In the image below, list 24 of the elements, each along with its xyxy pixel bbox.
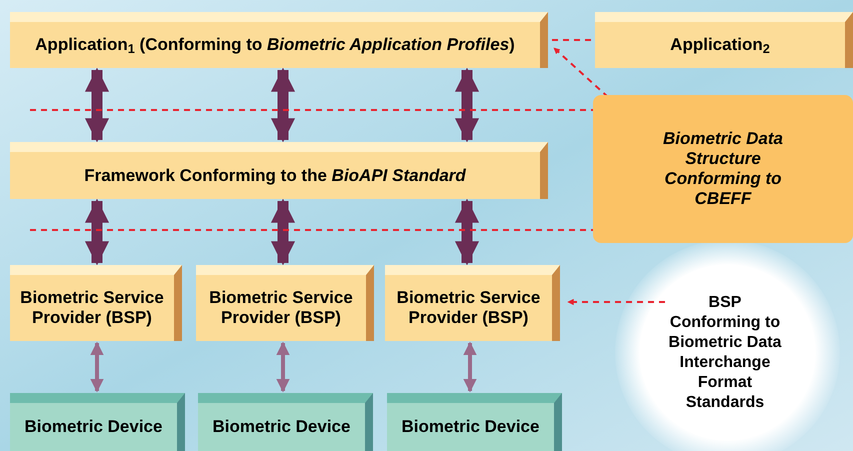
service-provider-box: Biometric Service Provider (BSP)	[196, 265, 374, 341]
application-box: Application$_{1}$ (Conforming to Biometric Application Profiles)	[10, 12, 548, 68]
device-box: Biometric Device	[387, 393, 562, 451]
double-arrow	[84, 68, 110, 142]
double-arrow	[276, 342, 290, 392]
application-box: Application$_{2}$	[595, 12, 853, 68]
dashed-connector	[567, 298, 665, 306]
dashed-connector	[30, 109, 593, 111]
double-arrow	[270, 68, 296, 142]
device-box: Biometric Device	[198, 393, 373, 451]
device-box: Biometric Device	[10, 393, 185, 451]
double-arrow	[454, 68, 480, 142]
double-arrow	[90, 342, 104, 392]
standards-note: BSP Conforming to Biometric Data Interchange Format Standards	[655, 283, 795, 423]
data-structure-box: Biometric Data Structure Conforming to CBEFF	[593, 95, 853, 243]
dashed-connector	[30, 229, 593, 231]
double-arrow	[454, 198, 480, 266]
double-arrow	[84, 198, 110, 266]
double-arrow	[270, 198, 296, 266]
dashed-connector	[553, 47, 609, 98]
double-arrow	[463, 342, 477, 392]
service-provider-box: Biometric Service Provider (BSP)	[385, 265, 560, 341]
framework-box: Framework Conforming to the BioAPI Standard	[10, 142, 548, 199]
service-provider-box: Biometric Service Provider (BSP)	[10, 265, 182, 341]
